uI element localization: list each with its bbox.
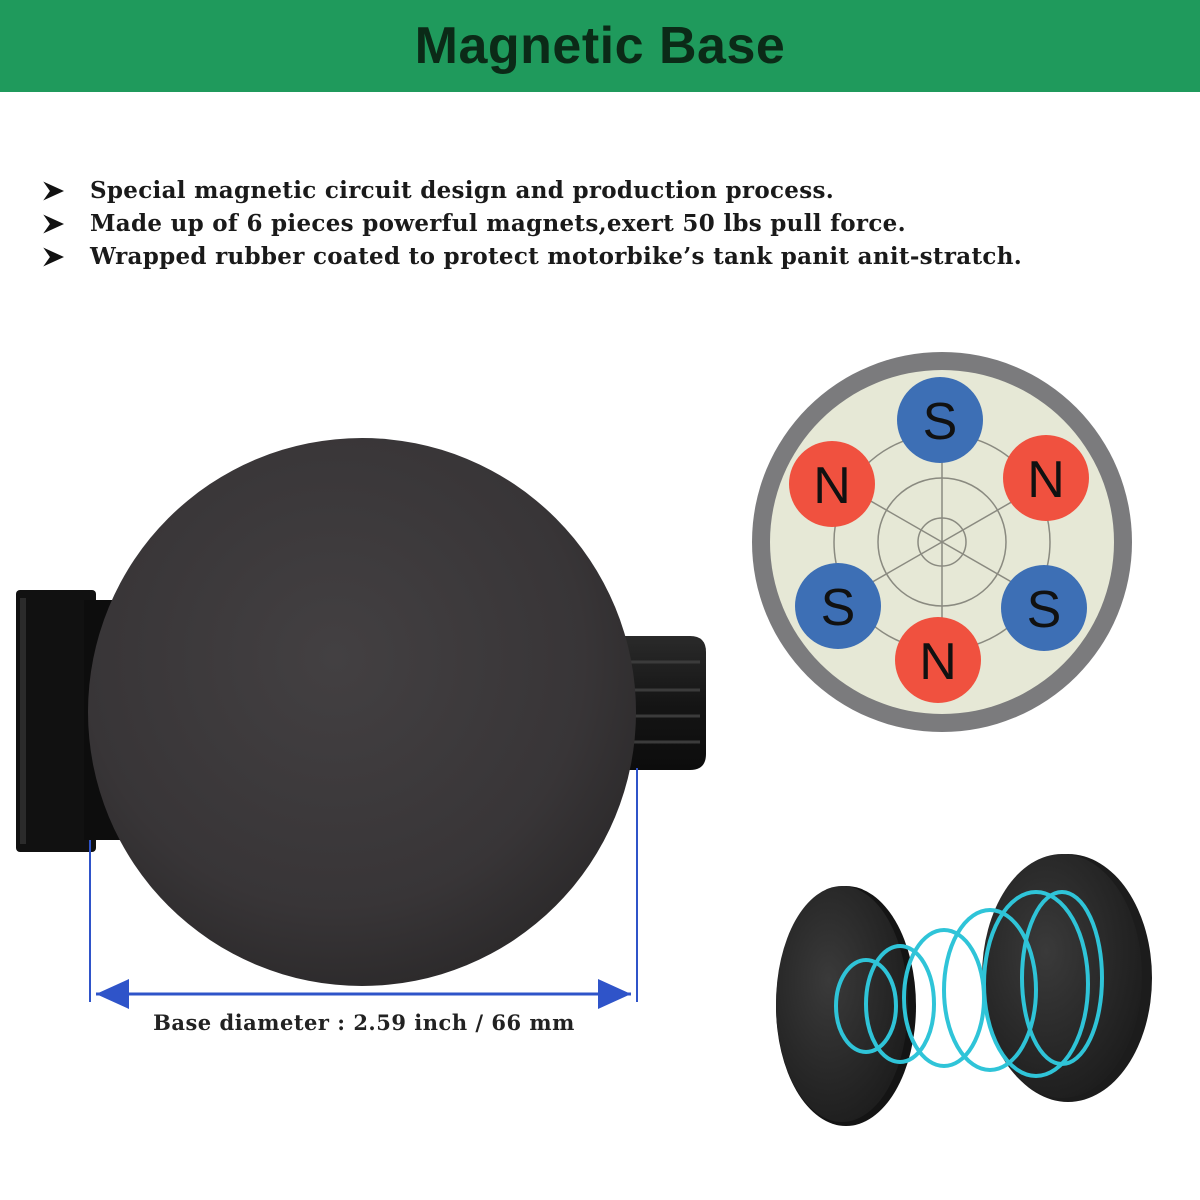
title-banner: Magnetic Base (0, 0, 1200, 92)
page-title: Magnetic Base (414, 17, 786, 75)
feature-text: Wrapped rubber coated to protect motorbi… (90, 243, 1023, 270)
pole-label: S (821, 579, 856, 637)
arrowhead-bullet-icon (40, 179, 90, 203)
pole-label: N (813, 457, 851, 515)
magnetic-base-photo (16, 438, 706, 986)
feature-list: Special magnetic circuit design and prod… (40, 174, 1140, 273)
feature-item: Special magnetic circuit design and prod… (40, 174, 1140, 207)
arrowhead-bullet-icon (40, 212, 90, 236)
magnetic-field-illustration (776, 854, 1152, 1126)
magnet-layout-diagram: S N N S S N (752, 352, 1132, 732)
base-disc (88, 438, 636, 986)
field-rings (834, 890, 1104, 1078)
feature-text: Special magnetic circuit design and prod… (90, 177, 835, 204)
feature-item: Made up of 6 pieces powerful magnets,exe… (40, 207, 1140, 240)
pole-label: N (1027, 451, 1065, 509)
magnet-pole-s: S (897, 377, 983, 463)
magnet-pole-n: N (1003, 435, 1089, 521)
pole-label: N (919, 633, 957, 691)
magnet-pole-n: N (789, 441, 875, 527)
magnet-pole-s: S (795, 563, 881, 649)
magnet-pole-n: N (895, 617, 981, 703)
mount-clamp (16, 590, 96, 852)
magnet-pole-s: S (1001, 565, 1087, 651)
diameter-dimension (89, 768, 638, 1009)
pole-label: S (1027, 581, 1062, 639)
pole-label: S (923, 393, 958, 451)
feature-item: Wrapped rubber coated to protect motorbi… (40, 240, 1140, 273)
feature-text: Made up of 6 pieces powerful magnets,exe… (90, 210, 906, 237)
arrowhead-bullet-icon (40, 245, 90, 269)
dimension-caption: Base diameter : 2.59 inch / 66 mm (153, 1010, 575, 1035)
